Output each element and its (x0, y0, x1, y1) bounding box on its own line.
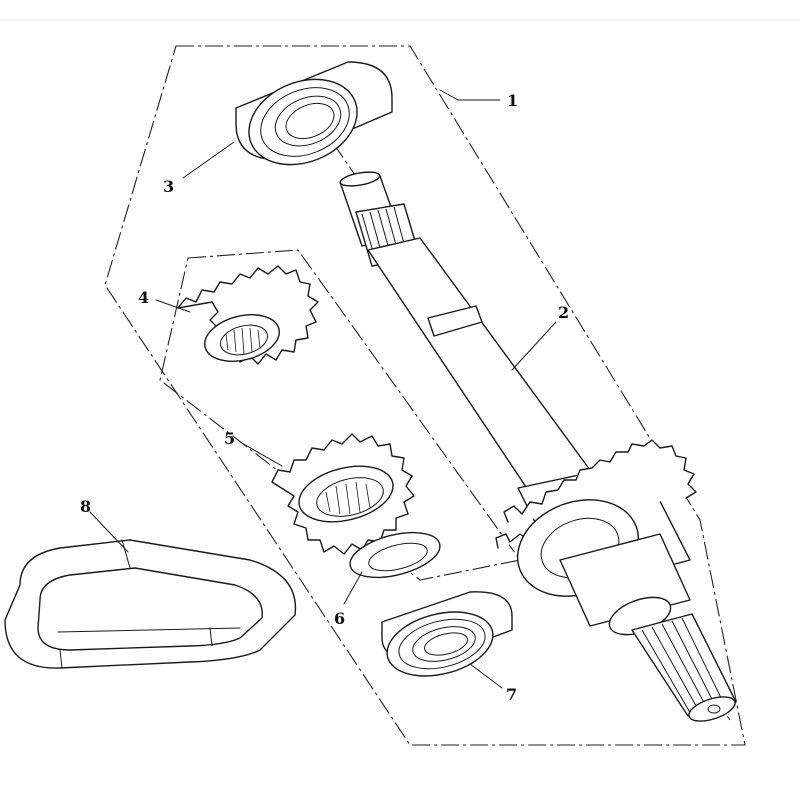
callout-7: 7 (506, 685, 517, 704)
washer (349, 531, 441, 579)
lower-bearing (381, 591, 513, 677)
gear-group-boundary (159, 249, 521, 581)
callout-2: 2 (558, 303, 569, 322)
small-gear (177, 265, 319, 365)
callout-3: 3 (163, 177, 174, 196)
upper-bearing (235, 61, 393, 166)
callout-8: 8 (80, 497, 91, 516)
callout-6: 6 (334, 609, 345, 628)
leader-lines (89, 89, 557, 689)
main-shaft (339, 171, 737, 722)
medium-gear (271, 433, 415, 555)
drive-belt (4, 539, 297, 669)
callout-5: 5 (224, 429, 235, 448)
callout-1: 1 (507, 91, 518, 110)
callout-4: 4 (138, 288, 149, 307)
assembly-boundary-outer (104, 45, 746, 746)
